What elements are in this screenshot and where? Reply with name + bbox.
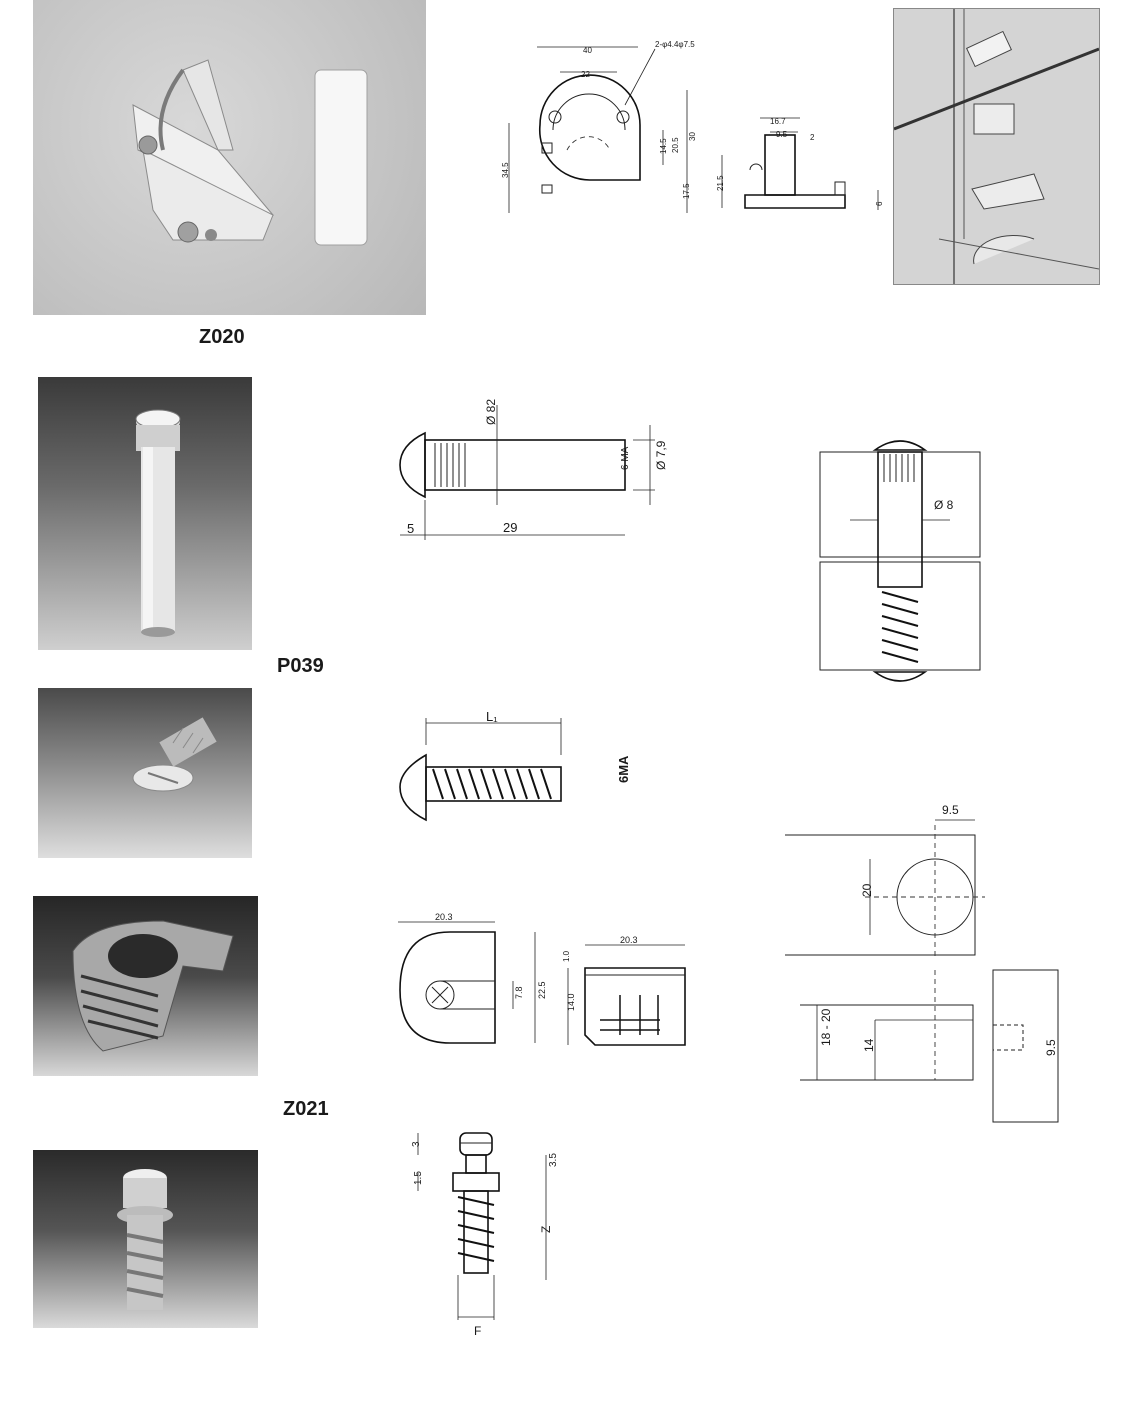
p039-sleeve-nut-photo [38,377,252,650]
dim-6: 6 [875,201,884,206]
dim-dia-7-9: Ø 7,9 [654,440,668,470]
dim-20-5: 20.5 [671,137,680,153]
z020-installation-sketch [893,8,1100,285]
dim-20: 20 [860,883,874,897]
dim-holes: 2-φ4.4φ7.5 [655,40,695,49]
dim-l1: L₁ [486,709,498,724]
dim-20-3: 20.3 [435,912,453,922]
dim-17-5: 17.5 [682,183,691,199]
connector-stud-drawing: 3 1.5 3.5 Z F [411,1132,559,1338]
dim-14-5: 14.5 [659,138,668,154]
dim-18-20: 18 - 20 [819,1008,833,1046]
dim-1-0: 1.0 [562,950,571,962]
dim-40: 40 [583,46,592,55]
z020-side-drawing: 16.7 9.5 2 21.5 6 [716,117,884,210]
product-code-z020: Z020 [199,326,245,348]
dim-30: 30 [688,132,697,141]
dim-dia-8: Ø 8 [934,498,954,512]
z021-install-top-drawing: 9.5 20 [785,803,985,960]
z020-product-photo [33,0,426,315]
label-6ma: 6MA [616,755,631,783]
dim-len-5: 5 [407,521,414,536]
dim-2: 2 [810,133,815,142]
dim-z: Z [539,1226,553,1233]
label-6ma: 6 MA [620,446,631,470]
dim-7-8: 7.8 [514,986,524,999]
z020-connector-illustration [132,59,368,246]
connector-stud-photo [33,1150,258,1328]
dim-len-29: 29 [503,520,517,535]
bolt-photo [38,688,252,858]
z020-plan-drawing: 40 22 2-φ4.4φ7.5 34.5 14.5 20.5 30 17.5 [501,40,697,213]
product-code-z021: Z021 [283,1098,329,1120]
dim-22-5: 22.5 [537,981,547,999]
dim-9-5: 9.5 [942,803,959,817]
dim-34-5: 34.5 [501,162,510,178]
dim-16-7: 16.7 [770,117,786,126]
p039-sleeve-drawing: Ø 82 6 MA Ø 7,9 5 29 [399,399,668,540]
dim-3: 3 [411,1141,422,1147]
dim-14: 14 [862,1038,876,1052]
z021-install-side-drawing: 18 - 20 14 9.5 [800,969,1059,1123]
z021-side-drawing: 20.3 1.0 14.0 [562,935,686,1046]
dim-dia-82: Ø 82 [484,399,498,425]
dim-20-3: 20.3 [620,935,638,945]
z021-top-drawing: 20.3 7.8 22.5 [398,912,547,1044]
bolt-drawing: L₁ 6MA [399,709,631,822]
dim-21-5: 21.5 [716,175,725,191]
dim-1-5: 1.5 [413,1171,424,1185]
dim-f: F [474,1324,481,1338]
dim-14-0: 14.0 [566,993,576,1011]
p039-section-drawing: Ø 8 [819,440,981,682]
product-code-p039: P039 [277,655,324,677]
dim-9-5: 9.5 [1044,1039,1058,1056]
z021-cam-housing-photo [33,896,258,1076]
dim-3-5: 3.5 [548,1153,559,1167]
